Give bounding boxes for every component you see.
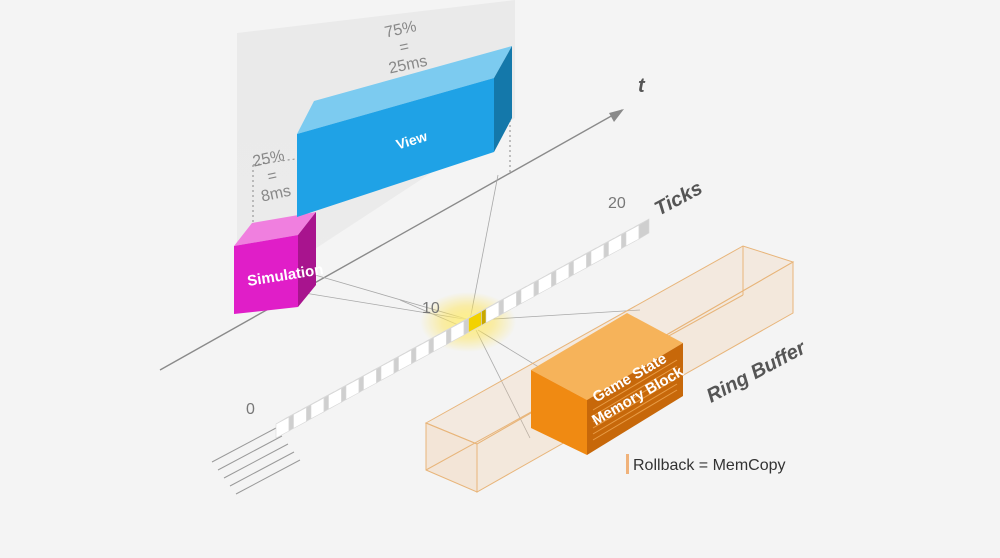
view-equals: = [398,38,411,57]
floor-grid [211,427,301,495]
rollback-text: Rollback = MemCopy [633,457,786,474]
time-axis [159,109,624,371]
memory-block: Game State Memory Block [531,313,687,455]
simulation-timing: 25% = 8ms [251,147,293,206]
simulation-equals: = [266,167,279,186]
simulation-block: Simulation [234,212,324,314]
tick-marker-10: 10 [422,300,440,317]
tick-marker-20: 20 [608,195,626,212]
tick-box [625,218,650,247]
tick-boxes [275,218,650,439]
view-percent: 75% [383,18,418,41]
ticks-label: Ticks [651,177,706,220]
rollback-caption: Rollback = MemCopy [626,454,786,474]
simulation-duration: 8ms [260,183,293,206]
simulation-percent: 25% [251,147,286,170]
view-block: View [297,46,512,217]
tick-marker-0: 0 [246,401,255,418]
time-axis-label: t [638,75,646,97]
